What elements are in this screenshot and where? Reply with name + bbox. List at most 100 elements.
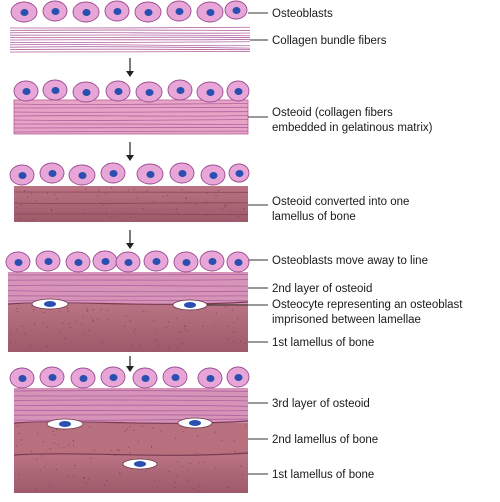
osteoblast-cell xyxy=(134,1,162,23)
stage-4-bone-texture xyxy=(10,305,246,349)
stage-5-osteocyte-lower xyxy=(122,458,158,470)
fiber-line xyxy=(9,34,251,37)
stage-4-second-osteoid xyxy=(5,250,250,352)
osteoblast-cell xyxy=(5,251,31,273)
osteoblast-cell xyxy=(68,164,96,186)
osteoblast-cell xyxy=(199,250,225,272)
fiber-line xyxy=(13,202,249,204)
fiber-line xyxy=(7,279,249,281)
fiber-line xyxy=(13,130,249,133)
stage-3-bone-texture xyxy=(15,187,245,220)
osteoblast-cell xyxy=(135,81,163,103)
stage-5-third-osteoid xyxy=(9,366,250,493)
stage-5-osteocyte-upper-left xyxy=(46,418,84,430)
arrow-1 xyxy=(126,58,134,77)
osteoblast-cell xyxy=(42,79,68,101)
osteoblast-cell xyxy=(39,162,65,184)
osteoblast-cell xyxy=(65,251,91,273)
label-collagen-bundle-fibers: Collagen bundle fibers xyxy=(272,35,387,47)
stage-1-osteoblasts-and-fibers xyxy=(9,0,251,53)
osteoblast-cell xyxy=(105,80,131,102)
label-osteoid-converted: Osteoid converted into one lamellus of b… xyxy=(272,196,413,223)
osteoblast-cell xyxy=(226,80,250,102)
leader-lines xyxy=(207,12,268,475)
osteoblast-cell xyxy=(196,81,224,103)
label-third-layer-osteoid: 3rd layer of osteoid xyxy=(272,398,370,410)
osteoblast-cell xyxy=(226,366,250,388)
fiber-line xyxy=(9,38,251,41)
osteoblast-cell xyxy=(196,1,224,23)
label-first-lamellus-stage-5: 1st lamellus of bone xyxy=(272,469,374,481)
stage-2-osteoblast-row xyxy=(13,79,250,103)
fiber-line xyxy=(13,126,249,129)
osteoblast-cell xyxy=(167,79,193,101)
fiber-line xyxy=(7,284,249,287)
osteoblast-cell xyxy=(42,0,68,22)
osteoblast-cell xyxy=(224,0,248,20)
stage-5-second-lamellus xyxy=(14,423,248,455)
fiber-line xyxy=(13,115,249,117)
stage-5-osteocyte-upper-right xyxy=(177,417,213,429)
osteoblast-cell xyxy=(136,163,164,185)
fiber-line xyxy=(13,390,249,392)
fiber-line xyxy=(13,409,249,412)
osteoblast-cell xyxy=(35,250,61,272)
arrow-4 xyxy=(126,356,134,372)
osteoblast-cell xyxy=(228,163,250,183)
stage-3-bone-lines xyxy=(13,191,249,216)
fiber-line xyxy=(13,213,249,216)
osteoblast-cell xyxy=(39,366,65,388)
fiber-line xyxy=(13,123,249,125)
stage-3-first-lamellus xyxy=(9,162,250,222)
osteoblast-cell xyxy=(132,367,158,389)
osteoblast-cell xyxy=(162,366,188,388)
osteoblast-cell xyxy=(200,164,226,186)
arrow-2 xyxy=(126,142,134,161)
osteoblast-cell xyxy=(13,80,39,102)
osteoblast-cell xyxy=(9,164,35,186)
fiber-line xyxy=(9,32,251,34)
label-first-lamellus-stage-4: 1st lamellus of bone xyxy=(272,337,374,349)
osteoblast-cell xyxy=(100,366,126,388)
osteoblast-cell xyxy=(197,367,223,389)
fiber-line xyxy=(9,41,251,43)
fiber-line xyxy=(13,119,249,121)
osteoblast-cell xyxy=(226,251,250,273)
osteoblast-cell xyxy=(100,162,126,184)
stage-2-osteoid-stripes xyxy=(13,103,249,133)
fiber-line xyxy=(9,36,251,39)
fiber-line xyxy=(13,111,249,113)
osteoblast-cell xyxy=(166,0,192,22)
label-second-layer-osteoid: 2nd layer of osteoid xyxy=(272,283,372,295)
osteoblast-cell xyxy=(10,1,38,23)
osteoblast-cell xyxy=(72,1,100,23)
label-second-lamellus: 2nd lamellus of bone xyxy=(272,434,378,446)
label-osteoblasts-move-away: Osteoblasts move away to line xyxy=(272,255,428,267)
stage-4-osteocyte-right xyxy=(172,299,208,311)
osteoblast-cell xyxy=(9,367,35,389)
osteoblast-cell xyxy=(92,250,118,272)
fiber-line xyxy=(9,48,251,51)
fiber-line xyxy=(13,418,249,421)
stage-4-osteoblast-row xyxy=(5,250,250,273)
fiber-line xyxy=(9,50,251,53)
osteoblast-cell xyxy=(70,367,96,389)
fiber-line xyxy=(13,106,249,109)
stage-5-osteoid-stripes xyxy=(13,390,249,421)
fiber-line xyxy=(9,26,251,29)
label-osteocyte: Osteocyte representing an osteoblast imp… xyxy=(272,299,466,326)
osteoblast-cell xyxy=(173,251,199,273)
fiber-line xyxy=(13,399,249,402)
stage-2-osteoid-layer xyxy=(13,99,249,135)
fiber-line xyxy=(13,395,249,398)
arrow-3 xyxy=(126,230,134,249)
fiber-line xyxy=(9,44,251,47)
stage-2-osteoid xyxy=(13,79,250,135)
stage-4-osteocyte-left xyxy=(31,298,69,310)
fiber-line xyxy=(13,414,249,417)
stage-1-osteoblast-row xyxy=(10,0,248,23)
fiber-line xyxy=(7,290,249,293)
stage-4-first-lamellus xyxy=(8,304,248,352)
fiber-line xyxy=(9,46,251,49)
